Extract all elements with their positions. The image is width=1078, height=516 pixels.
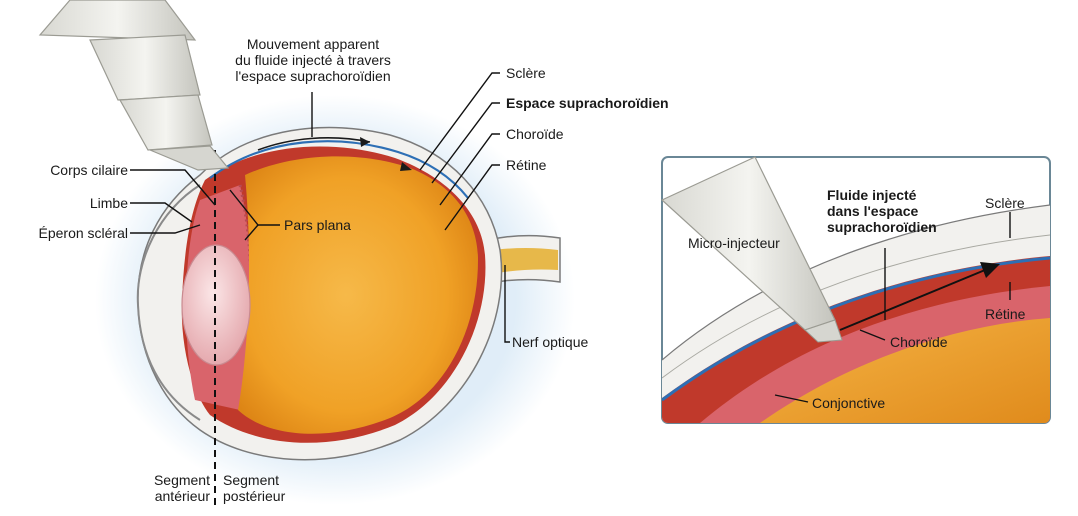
label-eperon-scleral: Éperon scléral (14, 225, 128, 241)
label-corps-cilaire: Corps cilaire (20, 162, 128, 178)
label-segment-anterieur: Segment antérieur (120, 472, 210, 504)
label-pars-plana: Pars plana (284, 217, 351, 233)
label-espace-suprachoroidien: Espace suprachoroïdien (506, 95, 669, 111)
label-inset-choroide: Choroïde (890, 334, 948, 350)
label-segment-posterieur: Segment postérieur (223, 472, 285, 504)
label-choroide: Choroïde (506, 126, 564, 142)
label-sclere: Sclère (506, 65, 546, 81)
main-injector (40, 0, 228, 170)
label-inset-conjonctive: Conjonctive (812, 395, 885, 411)
label-nerf-optique: Nerf optique (512, 334, 588, 350)
label-limbe: Limbe (20, 195, 128, 211)
label-inset-sclere: Sclère (985, 195, 1025, 211)
label-retine: Rétine (506, 157, 546, 173)
label-fluide-injecte: Fluide injecté dans l'espace suprachoroï… (827, 187, 937, 235)
label-inset-retine: Rétine (985, 306, 1025, 322)
label-movement: Mouvement apparent du fluide injecté à t… (208, 36, 418, 84)
label-micro-injecteur: Micro-injecteur (688, 235, 780, 251)
